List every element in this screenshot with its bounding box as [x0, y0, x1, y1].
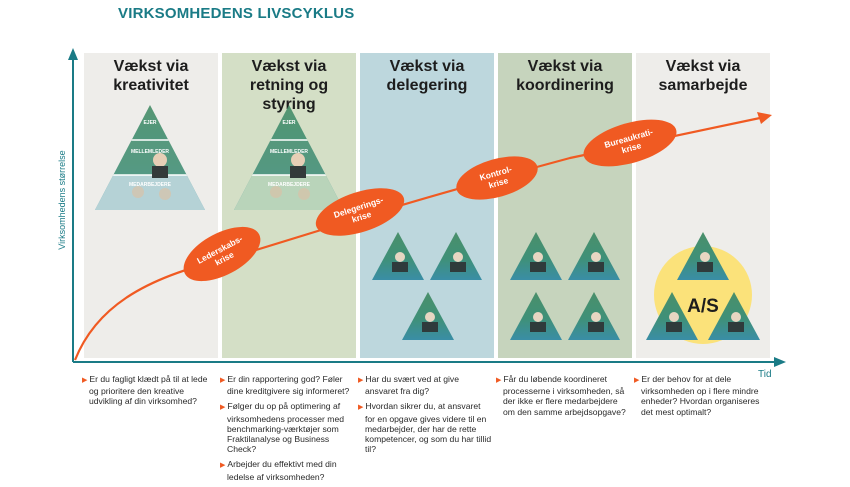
organisation-pyramid-2: EJER MELLEMLEDER MEDARBEJDERE: [234, 105, 344, 210]
small-pyramid: [677, 232, 729, 280]
question-item: ▶Følger du op på optimering af virksomhe…: [220, 401, 345, 455]
small-pyramid: [510, 232, 562, 280]
small-pyramid: [372, 232, 424, 280]
organisation-pyramid-1: EJER MELLEMLEDER MEDARBEJDERE: [95, 105, 205, 210]
small-pyramid: [510, 292, 562, 340]
y-axis-arrow: [68, 48, 78, 60]
bullet-arrow-icon: ▶: [634, 377, 640, 384]
questions-kreativitet: ▶Er du fagligt klædt på til at lede og p…: [82, 374, 218, 412]
question-item: ▶Hvordan sikrer du, at ansvaret for en o…: [358, 401, 492, 455]
svg-text:MEDARBEJDERE: MEDARBEJDERE: [268, 182, 311, 188]
question-item: ▶Får du løbende koordineret processerne …: [496, 374, 626, 417]
questions-samarbejde: ▶Er der behov for at dele virksomheden o…: [634, 374, 768, 422]
questions-retning-og-styring: ▶Er din rapportering god? Føler dine kre…: [220, 374, 356, 487]
questions-koordinering: ▶Får du løbende koordineret processerne …: [496, 374, 630, 422]
growth-curve-arrow: [757, 112, 772, 124]
small-pyramid: [402, 292, 454, 340]
bullet-arrow-icon: ▶: [82, 377, 88, 384]
question-item: ▶Har du svært ved at give ansvaret fra d…: [358, 374, 460, 397]
bullet-arrow-icon: ▶: [220, 462, 226, 470]
question-item: ▶Er din rapportering god? Føler dine kre…: [220, 374, 350, 397]
small-pyramid: [646, 292, 698, 340]
question-item: ▶Er der behov for at dele virksomheden o…: [634, 374, 760, 417]
question-item: ▶Arbejder du effektivt med din ledelse a…: [220, 459, 337, 482]
small-pyramid: [708, 292, 760, 340]
diagram-title: VIRKSOMHEDENS LIVSCYKLUS: [118, 5, 355, 22]
crisis-delegering: Delegerings- krise: [315, 188, 405, 236]
pyramid-label-middle: MELLEMLEDER: [131, 149, 169, 155]
questions-delegering: ▶Har du svært ved at give ansvaret fra d…: [358, 374, 492, 459]
bullet-arrow-icon: ▶: [220, 404, 226, 412]
as-label: A/S: [687, 296, 719, 317]
x-axis-arrow: [774, 357, 786, 367]
pyramid-label-top: EJER: [143, 120, 156, 126]
svg-text:MELLEMLEDER: MELLEMLEDER: [270, 149, 308, 155]
bullet-arrow-icon: ▶: [496, 377, 502, 384]
bullet-arrow-icon: ▶: [358, 377, 364, 384]
small-pyramid: [430, 232, 482, 280]
small-pyramid: [568, 292, 620, 340]
question-item: ▶Er du fagligt klædt på til at lede og p…: [82, 374, 208, 407]
crisis-lederskab: Lederskabs- krise: [183, 226, 261, 282]
svg-text:EJER: EJER: [282, 120, 295, 126]
crisis-kontrol: Kontrol- krise: [456, 156, 538, 200]
pyramid-label-bottom: MEDARBEJDERE: [129, 182, 172, 188]
crisis-bureaukrati: Bureaukrati- krise: [583, 119, 677, 167]
x-axis-label: Tid: [758, 369, 772, 380]
bullet-arrow-icon: ▶: [358, 404, 364, 412]
small-pyramid: [568, 232, 620, 280]
bullet-arrow-icon: ▶: [220, 377, 226, 384]
